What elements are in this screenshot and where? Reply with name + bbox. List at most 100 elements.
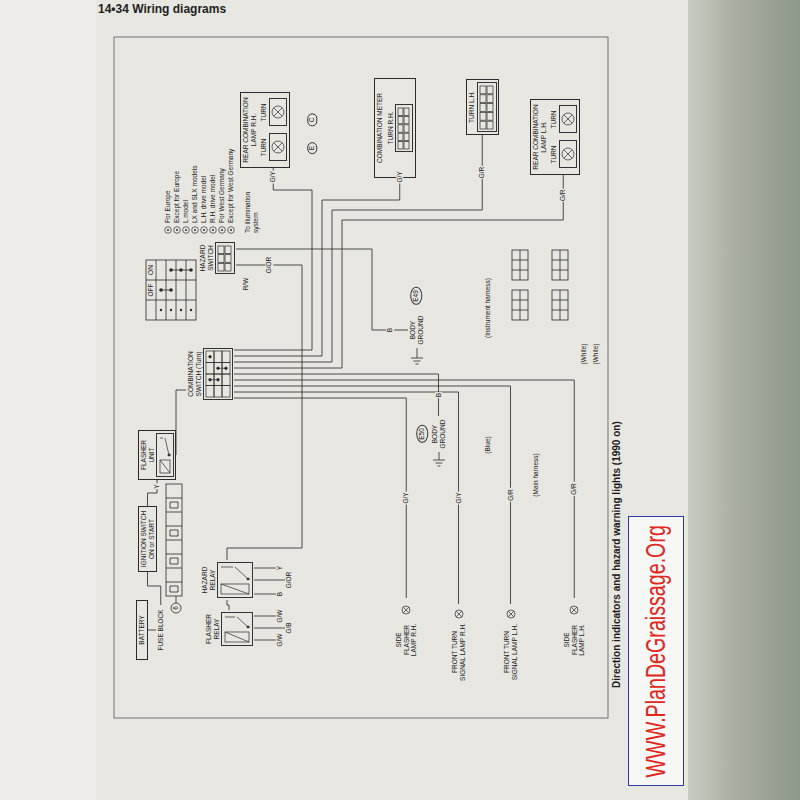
wire-color: G/W (276, 609, 284, 624)
relay-symbol (225, 632, 249, 642)
node-text: FUSE BLOCK (157, 607, 165, 653)
bulb-symbol (272, 107, 284, 119)
paper-margin (0, 0, 96, 800)
conn-symbol (398, 125, 403, 132)
switch-contact (169, 288, 173, 292)
node-text: TURN (550, 141, 558, 169)
bulb-symbol (562, 149, 574, 161)
conn-symbol (398, 142, 403, 149)
conn-frame (477, 82, 497, 132)
ground-symbol (433, 452, 445, 466)
turn-bulb: TURN (259, 132, 288, 164)
diagram-frame (114, 37, 608, 718)
legend-row: L.H. drive model (200, 176, 208, 234)
fuse-lead (176, 596, 177, 603)
legend-row: Except for West Germany (227, 149, 235, 234)
lamp-bulb-symbol (453, 608, 465, 620)
flasher-relay: FLASHER RELAY (204, 610, 254, 648)
wire-color: G/R (479, 166, 487, 180)
node-text: SIDE FLASHER LAMP R.H. (395, 618, 418, 662)
bulb-symbol (272, 107, 284, 119)
ignition-switch-box: IGNITION SWITCH ON or START (138, 506, 157, 572)
harness-connector (552, 290, 568, 320)
conn-symbol (480, 86, 493, 129)
bulb-symbol (507, 610, 515, 618)
node-text: BODY GROUND (431, 418, 446, 450)
fuse-block-ladder (166, 498, 182, 582)
bulb-symbol (570, 606, 578, 614)
conn-symbol (487, 86, 493, 94)
callout-number: E50 (416, 425, 428, 443)
hazard-switch-table (146, 260, 196, 320)
conn-frame (395, 104, 413, 152)
legend-symbol (185, 229, 187, 231)
wire-color: G/R (507, 488, 515, 502)
legend-symbol (221, 229, 223, 231)
legend-symbol (192, 227, 199, 234)
legend-symbol (203, 229, 205, 231)
turn-indicator: TURN L.H. (466, 79, 499, 135)
wire (234, 380, 574, 598)
figure-caption: Direction indicators and hazard warning … (611, 421, 623, 688)
wire-color: Y (153, 483, 161, 489)
legend-text: For Europe (164, 190, 172, 223)
switch-contact (180, 309, 182, 311)
wires (148, 135, 575, 630)
legend-symbol (209, 226, 217, 234)
switch-contact (190, 309, 192, 311)
legend-text: LX and SLX models (191, 166, 199, 223)
relay-symbol (221, 584, 249, 594)
wire-color: G/Y (403, 491, 411, 504)
node-group: TURN TURN (549, 102, 578, 172)
grid-drawing (204, 349, 232, 399)
harness-connector (552, 250, 568, 280)
node-text: FLASHER RELAY (205, 612, 220, 646)
turn-bulb: TURN (259, 97, 288, 129)
rear-combination-lamp: REAR COMBINATION LAMP L.H.TURN TURN (530, 99, 580, 175)
hazard-switch: HAZARD SWITCH (198, 240, 236, 276)
wire-stub (254, 568, 276, 569)
combination-switch: COMBINATION SWITCH (Turn) (186, 346, 234, 402)
side-flasher-lamp: SIDE FLASHER LAMP R.H. (394, 598, 419, 664)
front-turn-lamp: FRONT TURN SIGNAL LAMP L.H. (502, 604, 519, 684)
bulb-symbol (571, 607, 577, 613)
wire (234, 164, 312, 351)
legend-text: Except for West Germany (227, 149, 235, 223)
switch-contact (189, 268, 193, 272)
hazard-switch-table (146, 260, 196, 320)
wire-color: G/Y (455, 491, 463, 504)
wire-stub (254, 628, 285, 629)
node-text: REAR COMBINATION LAMP L.H. (532, 102, 547, 172)
turn-bulb: TURN (549, 104, 578, 136)
legend-text: L.H. drive model (200, 176, 208, 223)
legend-text: For West Germany (218, 168, 226, 223)
rotated-diagram: BATTERYFUSE BLOCKIGNITION SWITCH ON or S… (112, 35, 637, 720)
bulb-symbol (570, 606, 578, 614)
connector-code: E (307, 142, 317, 154)
wire-color: Y (276, 565, 284, 571)
body-ground: BODY GROUND (430, 416, 447, 452)
flasher-unit: FLASHER UNIT (138, 430, 176, 480)
grid-symbol (214, 351, 222, 363)
bulb-drawing (270, 135, 286, 161)
node-text: TURN (260, 134, 268, 162)
wire (227, 265, 302, 560)
ground-symbol (411, 348, 423, 364)
node-text: HAZARD RELAY (201, 562, 216, 598)
watermark-box: WWW.PlanDeGraissage.Org (628, 516, 684, 786)
node-text: COMBINATION METER (376, 81, 384, 175)
wire-color: R/W (242, 277, 250, 292)
node-text: COMBINATION SWITCH (Turn) (187, 348, 202, 400)
conn-frame (215, 242, 235, 274)
relay-symbol (160, 460, 170, 473)
bulb-symbol (273, 143, 281, 151)
legend-symbol (228, 227, 235, 234)
legend-row: LX and SLX models (191, 166, 199, 234)
grid-symbol (214, 386, 222, 398)
wire-stub (254, 594, 276, 595)
conn-symbol (487, 121, 493, 129)
conn-symbol (404, 125, 409, 132)
page-edge-shadow (688, 0, 800, 800)
wire (234, 171, 563, 369)
relay-frame (156, 433, 174, 477)
